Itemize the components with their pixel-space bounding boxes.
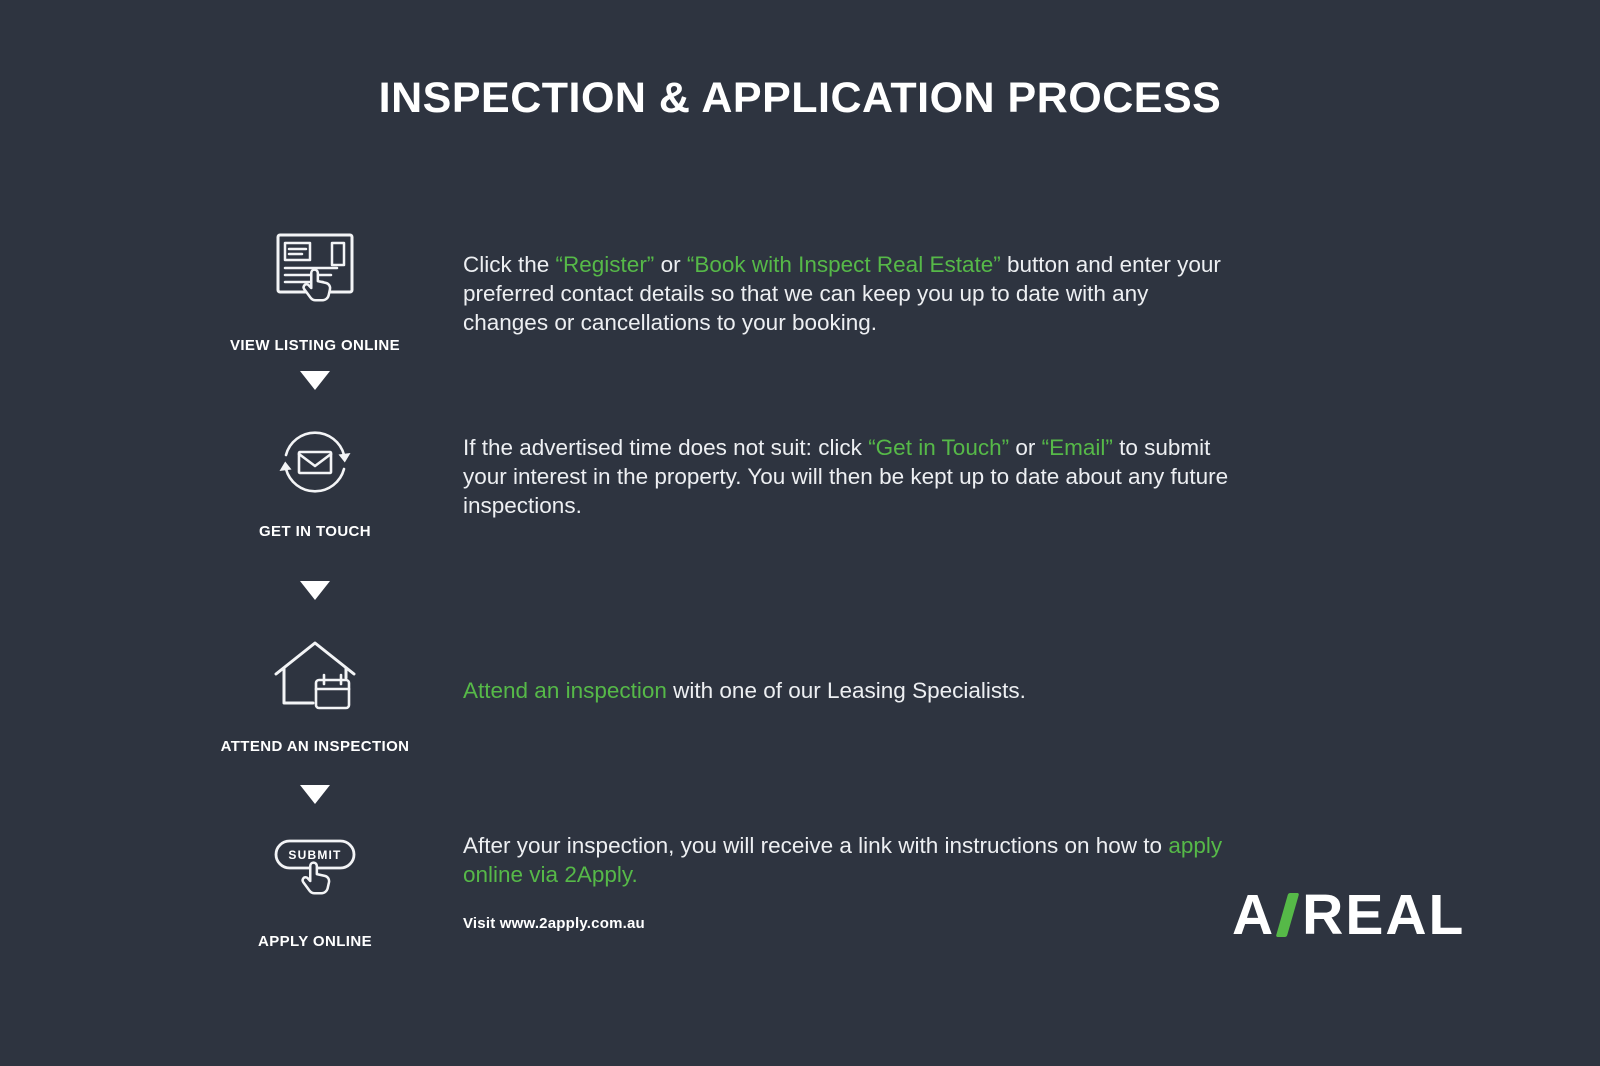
highlight-text: “Get in Touch” (868, 435, 1010, 460)
page-title: INSPECTION & APPLICATION PROCESS (378, 74, 1222, 122)
down-arrow-icon (300, 785, 330, 804)
text-segment: or (654, 252, 687, 277)
logo-letter-a: A (1232, 883, 1276, 947)
highlight-text: “Book with Inspect Real Estate” (686, 252, 1001, 277)
highlight-text: “Email” (1041, 435, 1113, 460)
text-segment: with one of our Leasing Specialists. (666, 678, 1026, 703)
highlight-text: “Register” (555, 252, 655, 277)
text-segment: Click the (463, 252, 556, 277)
text-segment: If the advertised time does not suit: cl… (463, 435, 869, 460)
text-segment: button and enter your preferred contact … (463, 252, 1221, 335)
down-arrow-icon (300, 581, 330, 600)
visit-url-note: Visit www.2apply.com.au (463, 915, 645, 932)
step-description-4: After your inspection, you will receive … (463, 831, 1229, 889)
text-segment: or (1009, 435, 1042, 460)
highlight-text: Attend an inspection (463, 678, 667, 703)
step-label-apply-online: APPLY ONLINE (258, 933, 372, 950)
envelope-sync-icon (273, 420, 357, 504)
step-description-2: If the advertised time does not suit: cl… (463, 433, 1229, 520)
house-calendar-icon (269, 630, 361, 718)
step-label-get-in-touch: GET IN TOUCH (258, 523, 372, 540)
submit-button-label: SUBMIT (288, 848, 341, 862)
step-description-3: Attend an inspection with one of our Lea… (463, 676, 1229, 705)
areal-logo: A REAL (1232, 882, 1465, 948)
text-segment: to submit your interest in the property.… (463, 435, 1229, 518)
listing-cursor-icon (273, 228, 357, 314)
submit-cursor-icon: SUBMIT (273, 836, 357, 908)
step-label-view-listing: VIEW LISTING ONLINE (229, 337, 401, 354)
step-description-1: Click the “Register” or “Book with Inspe… (463, 250, 1229, 337)
down-arrow-icon (300, 371, 330, 390)
step-label-attend-inspection: ATTEND AN INSPECTION (220, 738, 410, 755)
logo-text-real: REAL (1302, 883, 1466, 947)
logo-slash-icon (1275, 893, 1300, 937)
text-segment: After your inspection, you will receive … (463, 833, 1169, 858)
highlight-text: apply online via 2Apply. (463, 833, 1223, 887)
